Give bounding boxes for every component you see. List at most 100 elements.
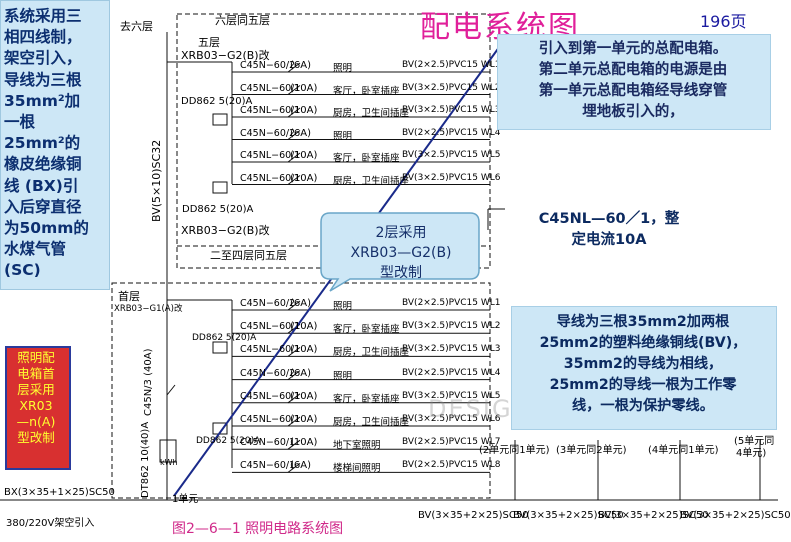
- lower-circuit-breaker: C45N−60/2: [240, 367, 296, 379]
- top-callout-line: 第二单元总配电箱的电源是由: [538, 62, 728, 78]
- upper-circuit-use: 厨房，卫生间插座: [333, 175, 410, 187]
- mid-callout-line: XRB03—G2(B): [350, 245, 452, 261]
- c45-note-line: 定电流10A: [571, 232, 647, 248]
- red-note-line: XR03: [19, 398, 53, 413]
- unit-4-label: (4单元同1单元): [648, 445, 719, 456]
- upper-circuit-use: 照明: [333, 130, 353, 142]
- red-note-box: [5, 346, 71, 470]
- red-note-line: 型改制: [17, 430, 55, 445]
- upper-circuit-cable: BV(3×2.5)PVC15 WL5: [402, 150, 501, 160]
- mid-callout-text: 2层采用 XRB03—G2(B) 型改制: [337, 223, 465, 283]
- lower-circuit-breaker: C45NL−60/1: [240, 321, 301, 333]
- upper-circuit-breaker: C45NL−60/1: [240, 150, 301, 161]
- lower-circuit-use: 楼梯间照明: [333, 463, 381, 475]
- upper-circuit-cable: BV(2×2.5)PVC15 WL4: [402, 127, 501, 138]
- upper-switch-symbol: [287, 130, 301, 140]
- riser-label: BV(5×10)SC32: [150, 139, 163, 222]
- red-note-line: 层采用: [17, 382, 55, 397]
- upper-circuit-use: 客厅，卧室插座: [333, 153, 400, 164]
- upper-switch-symbol: [287, 107, 301, 118]
- upper-circuit-breaker: C45NL−60/1: [240, 105, 301, 116]
- lower-meter-label: DD862 5(20)A: [192, 333, 257, 343]
- upper-circuit-breaker: C45NL−60/1: [240, 82, 301, 94]
- upper-circuit-rating: (6A): [290, 60, 312, 71]
- lower-switch-symbol: [287, 300, 301, 311]
- upper-circuit-cable: BV(3×2.5)PVC15 WL3: [402, 105, 501, 115]
- left-note-box: [0, 0, 110, 290]
- lower-circuit-breaker: C45NL−60/1: [240, 414, 301, 425]
- c45-note-text: C45NL—60／1，整定电流10A: [505, 209, 713, 251]
- red-note-line: —n(A): [16, 414, 56, 429]
- lower-circuit-cable: BV(2×2.5)PVC15 WL8: [402, 460, 501, 471]
- top-callout-line: 第一单元总配电箱经导线穿管: [538, 83, 728, 99]
- fifth-floor-label: 五层: [198, 36, 220, 49]
- floors-2-4-label: 二至四层同五层: [210, 249, 287, 262]
- figure-caption: 图2—6—1 照明电路系统图: [172, 521, 344, 537]
- left-note-line: 相四线制，: [4, 28, 82, 47]
- lower-circuit-use: 地下室照明: [333, 440, 381, 452]
- top-callout-line: 埋地板引入的，: [582, 104, 684, 120]
- bottom-cable-1: BV(3×35+2×25)SC50: [418, 510, 529, 521]
- upper-switch-symbol: [287, 152, 301, 163]
- top-callout-line: 引入到第一单元的总配电箱。: [538, 41, 728, 57]
- left-note-line: 35mm²加: [4, 91, 81, 110]
- lower-circuit-rating: (6A): [290, 298, 312, 309]
- unit-2-label: (2单元同1单元): [479, 445, 550, 456]
- lower-circuit-rating: (10A): [290, 390, 318, 402]
- left-note-line: 入后穿直径: [4, 197, 82, 216]
- lower-circuit-use: 客厅，卧室插座: [333, 324, 400, 336]
- upper-circuit-cable: BV(3×2.5)PVC15 WL2: [402, 82, 501, 93]
- upper-circuit-use: 客厅，卧室插座: [333, 85, 400, 97]
- c45-note-line: C45NL—60／1，整: [538, 211, 680, 227]
- lower-circuit-use: 照明: [333, 301, 353, 312]
- upper-circuit-breaker: C45N−60/2: [240, 60, 296, 71]
- lower-switch-symbol: [287, 346, 301, 357]
- upper-meter2-label: DD862 5(20)A: [182, 204, 254, 215]
- lower-circuit-use: 客厅，卧室插座: [333, 393, 400, 405]
- mid-callout-shape: [320, 212, 480, 292]
- upper-meter-label: DD862 5(20)A: [181, 96, 253, 107]
- upper-circuit-cable: BV(3×2.5)PVC15 WL6: [402, 172, 501, 183]
- top-callout-box: [497, 34, 771, 130]
- lower-switch-symbol: [287, 439, 301, 450]
- upper-circuit-rating: (10A): [290, 105, 318, 116]
- to-6th-floor-label: 去六层: [120, 20, 153, 33]
- upper-circuit-rating: (10A): [290, 172, 318, 184]
- unit-3-label: (3单元同2单元): [556, 445, 627, 456]
- upper-circuit-rating: (10A): [290, 150, 318, 161]
- right-callout-line: 线，一根为保护零线。: [572, 398, 714, 414]
- lower-circuit-cable: BV(3×2.5)PVC15 WL2: [402, 321, 501, 332]
- lower-circuit-rating: (10A): [290, 414, 318, 425]
- mid-callout-line: 型改制: [380, 265, 422, 281]
- lower-circuit-breaker: C45N−60/1: [240, 437, 296, 449]
- upper-circuit-breaker: C45N−60/2: [240, 127, 296, 139]
- left-note-line: 为50mm的: [4, 219, 89, 238]
- upper-switch-symbol: [287, 175, 301, 185]
- lower-circuit-breaker: C45NL−60/1: [240, 344, 301, 356]
- unit-5-label-line2: 4单元): [736, 448, 767, 459]
- left-note-line: 线 (BX)引: [4, 176, 79, 195]
- mid-callout-line: 2层采用: [375, 225, 427, 241]
- lower-circuit-rating: (6A): [290, 460, 312, 472]
- floors-6-5-label: 六层同五层: [215, 14, 270, 27]
- lower-box-label: XRB03−G1(A)改: [114, 304, 183, 314]
- lower-circuit-cable: BV(2×2.5)PVC15 WL1: [402, 298, 501, 308]
- upper-circuit-rating: (6A): [290, 127, 312, 139]
- right-callout-line: 25mm2的导线一根为工作零: [549, 377, 737, 393]
- lower-circuit-cable: BV(3×2.5)PVC15 WL5: [402, 390, 501, 401]
- lower-switch-symbol: [287, 370, 301, 381]
- bottom-cable-2: BV(3×35+2×25)SC50: [513, 510, 624, 521]
- first-floor-label: 首层: [118, 290, 140, 303]
- lower-meter2-label: DD862 5(20)A: [196, 436, 261, 446]
- main-breaker-label: C45N/3 (40A): [143, 348, 154, 416]
- lower-circuit-breaker: C45N−60/2: [240, 298, 296, 309]
- left-note-line: 25mm²的: [4, 134, 81, 153]
- lower-circuit-breaker: C45NL−60/1: [240, 390, 301, 402]
- lower-circuit-cable: BV(2×2.5)PVC15 WL4: [402, 367, 501, 378]
- lower-circuit-breaker: C45N−60/1: [240, 460, 296, 472]
- bottom-cable-3: BV(3×35+2×25)SC50: [598, 510, 709, 521]
